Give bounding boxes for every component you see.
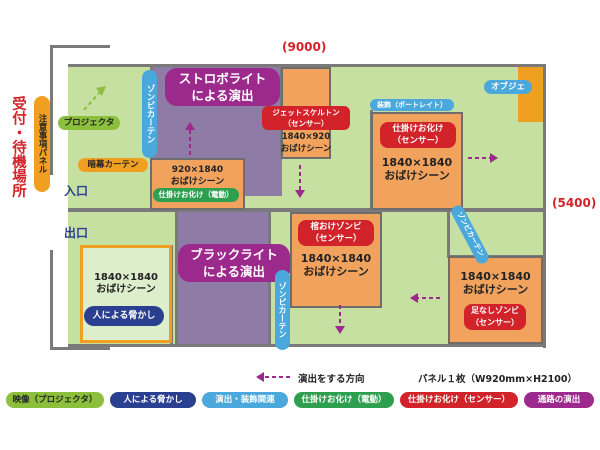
legend-human: 人による脅かし [110, 392, 196, 408]
arrow-heads [185, 122, 498, 382]
outer-wall-bottom [68, 344, 545, 347]
scene-1-tag: 仕掛けお化け（電動） [153, 188, 239, 202]
scene-3-size: 1840×1840 おばけシーン [381, 156, 453, 182]
scene-6-size: 1840×1840 おばけシーン [93, 272, 159, 295]
zombie-curtain-bottom: ゾンビカーテン [275, 270, 290, 350]
curtain-label: 暗幕カーテン [78, 158, 148, 172]
width-dimension: (9000) [282, 40, 327, 54]
scene-6-tag: 人による脅かし [84, 306, 164, 326]
left-wall-bottom [50, 250, 53, 350]
direction-note: 演出をする方向 [298, 374, 365, 385]
left-wall-top-cap [50, 45, 110, 48]
scene-5-tag: 足なしゾンビ （センサー） [464, 304, 526, 330]
scene-2-tag: ジェットスケルトン （センサー） [262, 106, 350, 130]
reception-label: 受付・待機場所 [10, 96, 26, 198]
scene-2-size: 1840×920 おばけシーン [280, 132, 332, 154]
arrow-5-head [410, 293, 418, 303]
outer-wall-right [543, 64, 546, 348]
arrow-1-head [185, 122, 195, 130]
scene-1-size: 920×1840 おばけシーン [170, 165, 225, 187]
panel-note: パネル１枚（W920mm×H2100） [418, 374, 577, 385]
scene-4-size: 1840×1840 おばけシーン [300, 252, 372, 278]
arrow-legend-head [256, 372, 264, 382]
scene-3-tag: 仕掛けお化け （センサー） [380, 122, 456, 148]
object-block [518, 66, 545, 122]
zombie-curtain-top: ゾンビカーテン [142, 70, 157, 158]
legend-video: 映像（プロジェクタ） [6, 392, 104, 408]
projector-label: プロジェクタ [58, 116, 120, 130]
scene-6 [80, 245, 172, 343]
legend-decor: 演出・装飾関連 [202, 392, 288, 408]
left-wall-top [50, 45, 53, 175]
caution-panel-label: 注意事項パネル [34, 96, 50, 192]
legend-sensor: 仕掛けお化け（センサー） [400, 392, 518, 408]
left-wall-bottom-cap [50, 347, 110, 350]
arrow-3-head [490, 153, 498, 163]
divider-right-vert [447, 212, 450, 257]
legend-passage: 通路の演出 [524, 392, 594, 408]
entrance-label: 入口 [64, 184, 89, 198]
scene-5-size: 1840×1840 おばけシーン [460, 270, 531, 296]
legend-electric: 仕掛けお化け（電動） [294, 392, 394, 408]
height-dimension: (5400) [552, 196, 597, 210]
projector-arrow-head [96, 86, 106, 96]
portrait-label: 装飾（ポートレイト） [370, 99, 454, 111]
divider-blacklight [175, 212, 178, 344]
exit-label: 出口 [64, 226, 89, 240]
arrow-4-head [335, 326, 345, 334]
center-wall [68, 208, 545, 212]
arrow-2-head [295, 190, 305, 198]
outer-wall-top [68, 64, 545, 67]
projector-arrow [83, 91, 101, 111]
strobe-label: ストロボライト による演出 [165, 68, 280, 106]
scene-4-tag: 棺おけゾンビ （センサー） [298, 220, 374, 246]
object-label: オブジェ [484, 80, 532, 94]
blacklight-label: ブラックライト による演出 [178, 244, 290, 282]
